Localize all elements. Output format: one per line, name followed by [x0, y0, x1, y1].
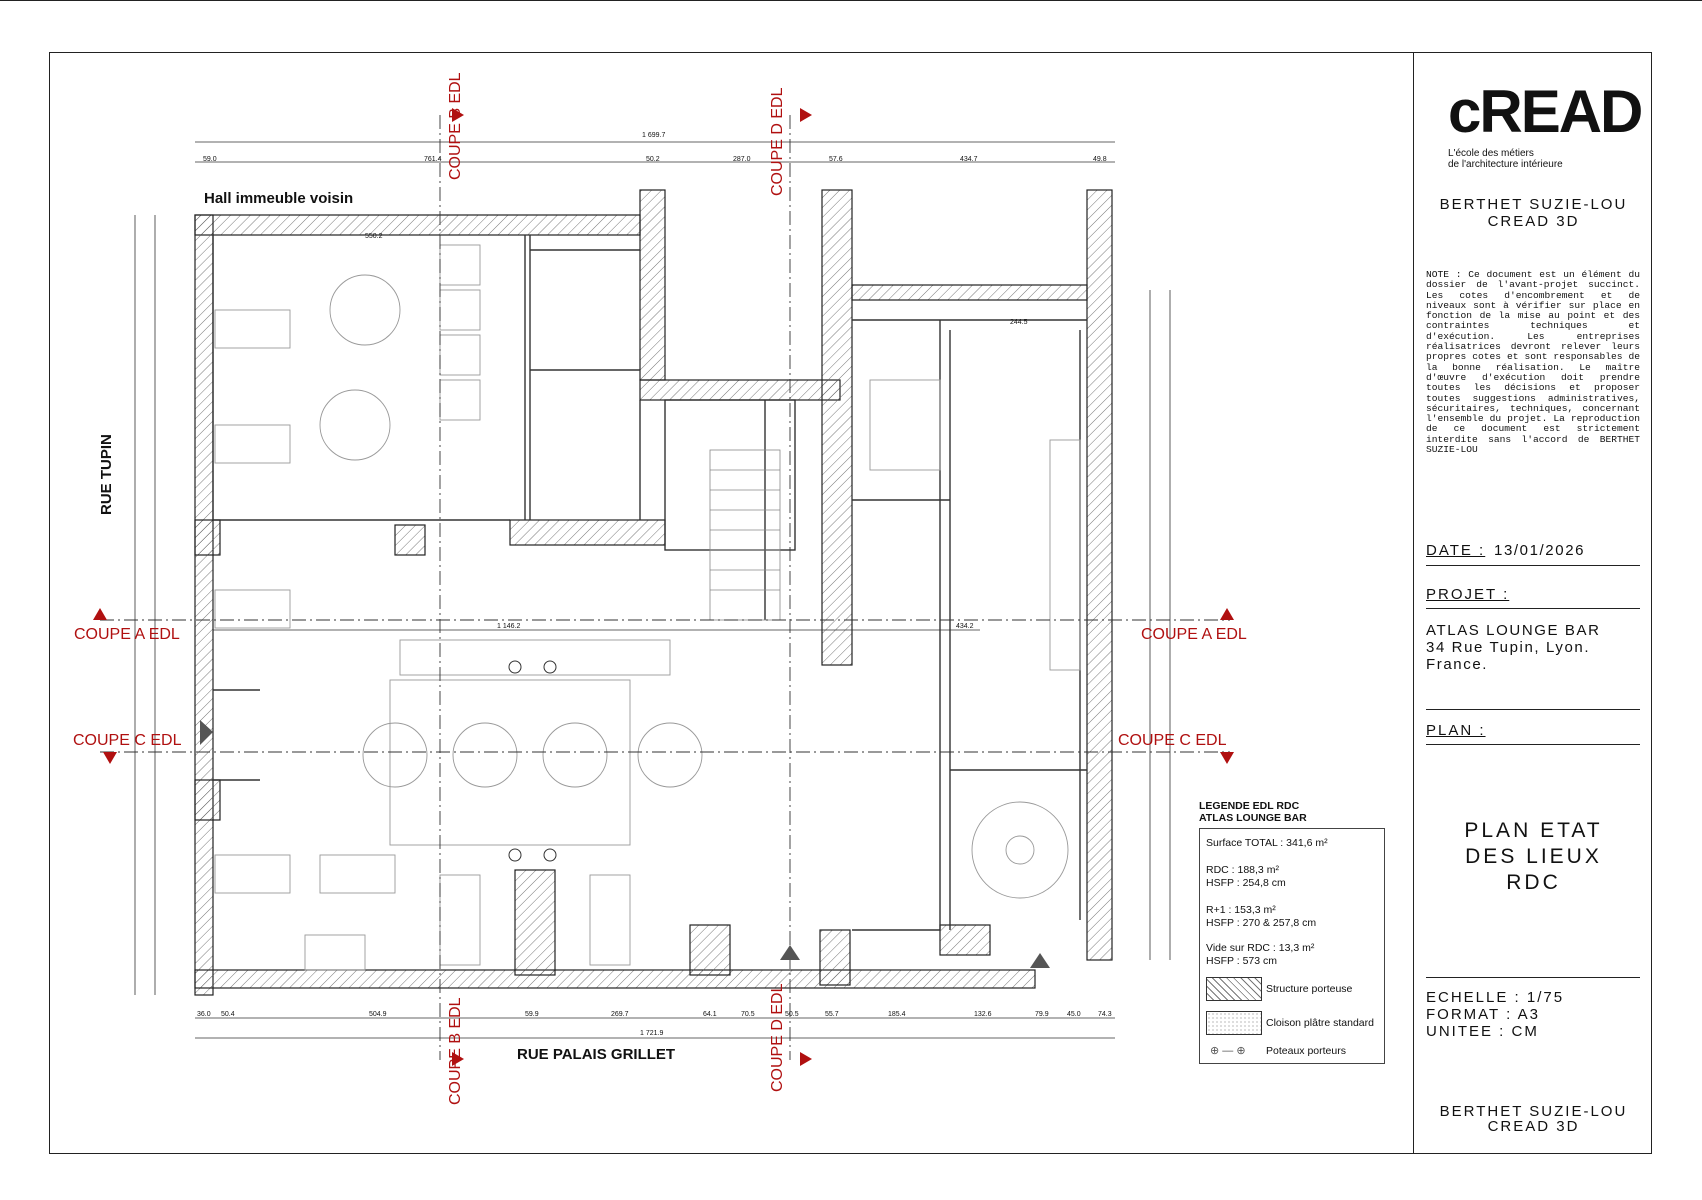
legend-box: Surface TOTAL : 341,6 m² RDC : 188,3 m² …	[1199, 828, 1385, 1064]
dim-bottom-4: 269.7	[611, 1011, 629, 1018]
dim-bottom-11: 79.9	[1035, 1011, 1049, 1018]
title-block: cREAD L'école des métiers de l'architect…	[1413, 52, 1652, 1154]
separator	[1426, 977, 1640, 978]
furniture	[214, 244, 1081, 971]
author-school: CREAD 3D	[1487, 213, 1580, 230]
legend-poteaux: Poteaux porteurs	[1266, 1045, 1346, 1057]
dim-bottom-9: 185.4	[888, 1011, 906, 1018]
scale: ECHELLE : 1/75	[1426, 989, 1565, 1006]
section-c-right: COUPE C EDL	[1118, 732, 1227, 749]
footer-author: BERTHET SUZIE-LOU	[1439, 1103, 1628, 1120]
dimension-lines	[134, 141, 1171, 1039]
dim-inner-right-top: 244.5	[1010, 319, 1028, 326]
dim-top-3: 287.0	[733, 156, 751, 163]
dim-bottom-3: 59.9	[525, 1011, 539, 1018]
section-d-top: COUPE D EDL	[769, 87, 786, 196]
street-left-label: RUE TUPIN	[98, 434, 115, 515]
plan-title-1: PLAN ETAT	[1464, 819, 1603, 842]
dim-inner-top: 550.2	[365, 233, 383, 240]
format: FORMAT : A3	[1426, 1006, 1540, 1023]
top-border-line	[0, 0, 1702, 1]
entrance-markers	[200, 720, 1050, 968]
drawing-frame	[49, 52, 1652, 1154]
street-bottom-label: RUE PALAIS GRILLET	[517, 1046, 676, 1063]
legend-rdc-1: RDC : 188,3 m²	[1206, 864, 1279, 876]
dim-top-5: 434.7	[960, 156, 978, 163]
dim-top-2: 50.2	[646, 156, 660, 163]
legend-cloison: Cloison plâtre standard	[1266, 1017, 1374, 1029]
logo-subtitle-2: de l'architecture intérieure	[1448, 159, 1563, 170]
separator	[1426, 565, 1640, 566]
legal-note: NOTE : Ce document est un élément du dos…	[1426, 269, 1640, 456]
author-name: BERTHET SUZIE-LOU	[1439, 196, 1628, 213]
project-country: France.	[1426, 656, 1489, 673]
separator	[1426, 709, 1640, 710]
plan-title-3: RDC	[1506, 871, 1561, 894]
section-b-top: COUPE B EDL	[447, 72, 464, 180]
footer-school: CREAD 3D	[1487, 1118, 1580, 1135]
street-top-label: Hall immeuble voisin	[204, 190, 354, 207]
legend-swatch-structure	[1206, 977, 1262, 1001]
legend-title-line2: ATLAS LOUNGE BAR	[1199, 812, 1307, 824]
dim-bottom-1: 50.4	[221, 1011, 235, 1018]
dim-bottom-0: 36.0	[197, 1011, 211, 1018]
section-arrows	[93, 108, 1234, 1066]
dim-top-4: 57.6	[829, 156, 843, 163]
load-bearing-walls	[194, 189, 1113, 996]
legend-title-line1: LEGENDE EDL RDC	[1199, 800, 1300, 812]
legend-title: LEGENDE EDL RDC ATLAS LOUNGE BAR	[1199, 800, 1307, 824]
dim-bottom-7: 50.5	[785, 1011, 799, 1018]
plan-label: PLAN :	[1426, 722, 1486, 739]
dim-mid-right: 434.2	[956, 623, 974, 630]
legend-swatch-cloison	[1206, 1011, 1262, 1035]
unit: UNITEE : CM	[1426, 1023, 1539, 1040]
legend-rdc-2: HSFP : 254,8 cm	[1206, 877, 1286, 889]
section-lines	[100, 115, 1230, 1060]
dim-bottom-12: 45.0	[1067, 1011, 1081, 1018]
dim-bottom-8: 55.7	[825, 1011, 839, 1018]
dim-bottom-6: 70.5	[741, 1011, 755, 1018]
dim-top-1: 761.4	[424, 156, 442, 163]
legend-r1-1: R+1 : 153,3 m²	[1206, 904, 1276, 916]
separator	[1426, 744, 1640, 745]
logo-subtitle-1: L'école des métiers	[1448, 148, 1534, 159]
dim-bottom-5: 64.1	[703, 1011, 717, 1018]
dim-bottom-13: 74.3	[1098, 1011, 1112, 1018]
dim-bottom-10: 132.6	[974, 1011, 992, 1018]
stairs	[709, 449, 781, 621]
legend-vide-2: HSFP : 573 cm	[1206, 955, 1277, 967]
dim-mid: 1 146.2	[497, 623, 521, 630]
legend-r1-2: HSFP : 270 & 257,8 cm	[1206, 917, 1317, 929]
dim-bottom-2: 504.9	[369, 1011, 387, 1018]
plan-title-2: DES LIEUX	[1465, 845, 1602, 868]
section-c-left: COUPE C EDL	[73, 732, 182, 749]
section-b-bottom: COUPE B EDL	[447, 997, 464, 1105]
dim-bottom-total: 1 721.9	[640, 1030, 664, 1037]
date-value: 13/01/2026	[1494, 542, 1586, 559]
legend-structure: Structure porteuse	[1266, 983, 1353, 995]
column-symbol-icon: ⊕ — ⊕	[1210, 1045, 1246, 1057]
dim-top-6: 49.8	[1093, 156, 1107, 163]
legend-vide-1: Vide sur RDC : 13,3 m²	[1206, 942, 1315, 954]
dim-top-total: 1 699.7	[642, 132, 666, 139]
cread-logo: cREAD L'école des métiers de l'architect…	[1448, 78, 1643, 171]
columns	[508, 660, 557, 862]
date-label: DATE :	[1426, 542, 1486, 559]
section-d-bottom: COUPE D EDL	[769, 983, 786, 1092]
project-address: 34 Rue Tupin, Lyon.	[1426, 639, 1591, 656]
separator	[1426, 608, 1640, 609]
section-a-left: COUPE A EDL	[74, 626, 180, 643]
section-a-right: COUPE A EDL	[1141, 626, 1247, 643]
legend-total: Surface TOTAL : 341,6 m²	[1206, 837, 1328, 849]
dim-top-0: 59.0	[203, 156, 217, 163]
logo-wordmark: cREAD	[1448, 78, 1643, 145]
project-name: ATLAS LOUNGE BAR	[1426, 622, 1601, 639]
project-label: PROJET :	[1426, 586, 1510, 603]
